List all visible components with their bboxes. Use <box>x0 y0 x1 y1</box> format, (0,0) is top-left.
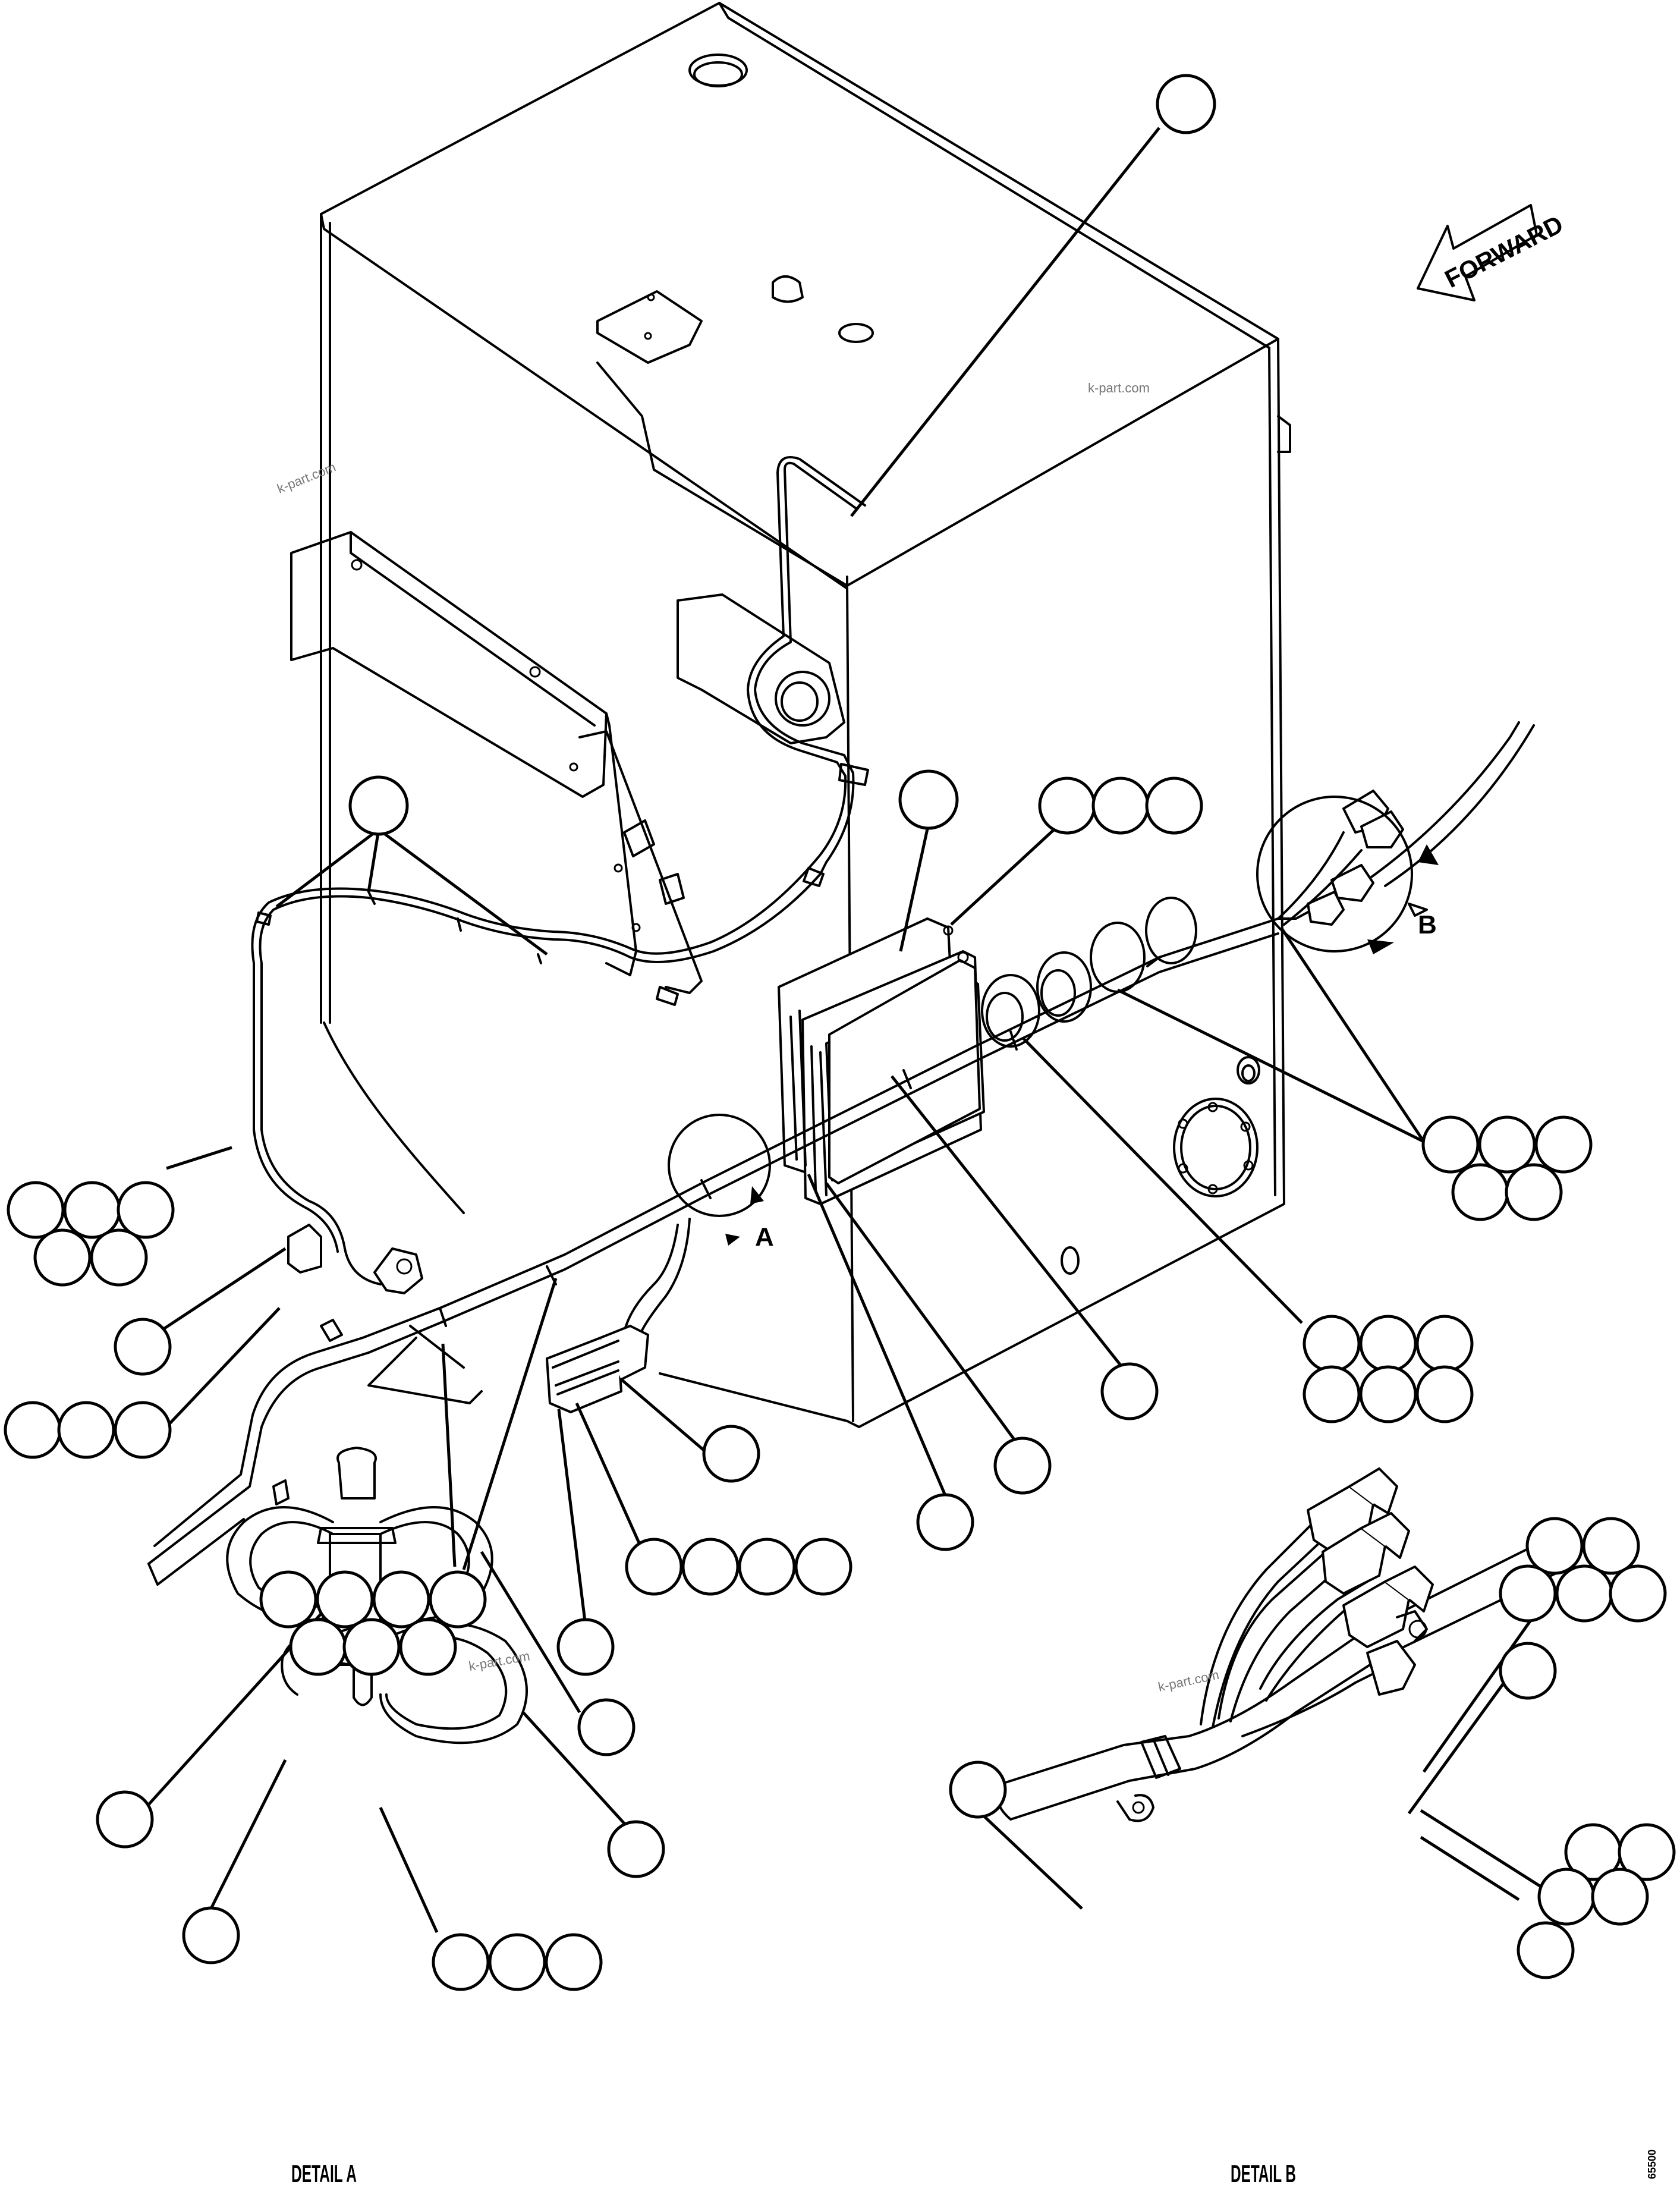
view-marker-a: A <box>755 1222 774 1252</box>
connector-block <box>546 1325 649 1413</box>
detail-a-label: DETAIL A <box>291 2159 357 2187</box>
detail-b-harness <box>996 1467 1571 1822</box>
main-harness <box>147 721 1535 1586</box>
watermark-4: k-part.com <box>1157 1667 1220 1695</box>
grommet-row <box>981 897 1197 1048</box>
control-modules <box>778 917 985 1205</box>
figure-code: 65500 <box>1646 2149 1658 2179</box>
callout-leaders <box>144 127 1544 1934</box>
callout-balloons <box>4 74 1676 1991</box>
sender-harness <box>251 455 869 1285</box>
watermark-1: k-part.com <box>275 460 338 496</box>
forward-arrow: FORWARD <box>1417 204 1568 301</box>
detail-b-label: DETAIL B <box>1231 2159 1296 2187</box>
view-marker-b: B <box>1418 910 1437 939</box>
watermark-2: k-part.com <box>1088 381 1150 395</box>
tank-body <box>320 2 1291 1428</box>
